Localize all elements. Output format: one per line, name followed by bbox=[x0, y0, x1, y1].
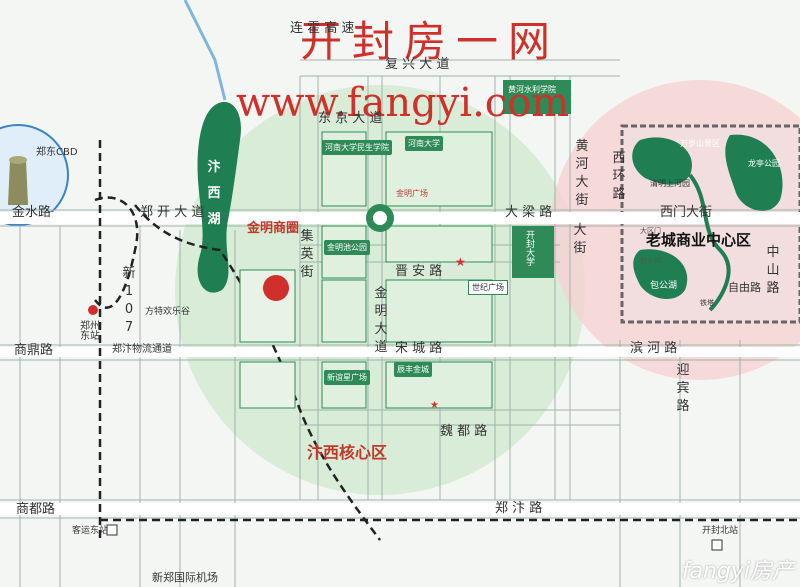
xinyi-label: 新谊星广场 bbox=[324, 370, 370, 385]
road-weidu: 魏 都 路 bbox=[440, 424, 488, 439]
road-jinan: 晋 安 路 bbox=[395, 264, 443, 279]
chenfeng-label: 辰丰金城 bbox=[394, 362, 432, 377]
road-xihuan: 西环路 bbox=[612, 151, 626, 202]
baogong-lake-area-label: 包公祠 bbox=[640, 257, 661, 265]
bianxi-core-label: 汴西核心区 bbox=[307, 443, 388, 462]
road-dajie: 大街 bbox=[573, 223, 587, 256]
road-jinshui: 金水路 bbox=[12, 205, 52, 220]
block-low1 bbox=[321, 361, 367, 409]
road-shangding: 商鼎路 bbox=[14, 343, 54, 358]
tieta-label: 铁塔 bbox=[700, 299, 714, 307]
kaifeng-north-marker bbox=[711, 539, 723, 551]
road-shangdu: 商都路 bbox=[16, 502, 56, 517]
block-kaifeng-univ bbox=[512, 226, 554, 278]
henan-univ-label: 河南大学 bbox=[405, 136, 443, 151]
corner-logo: fangyi房产 bbox=[681, 559, 794, 584]
road-zhengbian: 郑 汴 路 bbox=[495, 501, 543, 516]
zhengzhou-east-label: 郑州东站 bbox=[80, 321, 100, 342]
watermark-title: 开封房一网 bbox=[300, 17, 561, 66]
road-zhongshan: 中山路 bbox=[766, 245, 780, 296]
road-binhe: 滨 河 路 bbox=[630, 341, 678, 356]
cbd-label: 郑东CBD bbox=[36, 147, 78, 158]
henan-univ-ms-label: 河南大学民生学院 bbox=[322, 140, 392, 155]
road-yingbin: 迎宾路 bbox=[676, 363, 690, 414]
svg-text:★: ★ bbox=[430, 400, 439, 411]
block-west-low bbox=[239, 361, 296, 409]
jinming-plaza-label: 金明广场 bbox=[396, 189, 428, 198]
shiji-label: 世纪广场 bbox=[468, 280, 508, 295]
huanle-label: 方特欢乐谷 bbox=[145, 307, 191, 317]
watermark-url: www.fangyi.com bbox=[236, 80, 570, 126]
railway-line bbox=[98, 140, 800, 540]
baogong-lake bbox=[633, 249, 688, 300]
daqu-label: 大区门 bbox=[640, 227, 661, 235]
old-city-river bbox=[688, 173, 731, 312]
bianxi-lake bbox=[197, 101, 241, 293]
road-huanghe: 黄河大街 bbox=[575, 139, 589, 208]
cbd-tower bbox=[8, 160, 28, 205]
keyun-marker bbox=[106, 524, 118, 536]
road-grid bbox=[0, 59, 800, 587]
bianxi-lake-label: 汴西湖 bbox=[207, 160, 221, 227]
canal bbox=[183, 0, 227, 101]
kaifeng-north-label: 开封北站 bbox=[702, 526, 739, 536]
longting-lake bbox=[725, 134, 783, 211]
baogong-label: 包公湖 bbox=[650, 281, 678, 291]
railway-left bbox=[94, 196, 139, 309]
road-xin107: 新107 bbox=[122, 266, 136, 335]
road-jinming: 金明大道 bbox=[374, 286, 388, 355]
jinming-circle-label: 金明商圈 bbox=[247, 221, 300, 236]
qingming-label: 清明上河园 bbox=[650, 179, 690, 188]
road-daliang: 大 梁 路 bbox=[505, 205, 553, 220]
longting-label: 龙亭公园 bbox=[748, 159, 780, 168]
road-zhengbian-logistics: 郑汴物流通道 bbox=[112, 344, 172, 355]
road-ximen: 西门大街 bbox=[660, 205, 713, 220]
kaifeng-univ-label: 开封大学 bbox=[526, 231, 536, 268]
jinming-park-label: 金明池公园 bbox=[324, 240, 370, 255]
road-ziyou: 自由路 bbox=[728, 281, 761, 294]
block-center bbox=[385, 225, 493, 263]
wansui-lake bbox=[632, 137, 692, 185]
old-city-label: 老城商业中心区 bbox=[646, 231, 752, 249]
road-jiying: 集英街 bbox=[300, 229, 314, 280]
road-dongjing: 东 京 大 道 bbox=[318, 111, 383, 126]
zhengzhou-east-marker bbox=[88, 305, 98, 315]
svg-text:★: ★ bbox=[455, 255, 466, 269]
road-lianhuo: 连 霍 高 速 bbox=[290, 21, 355, 36]
block-yellow-river bbox=[503, 80, 571, 114]
keyun-label: 客运东站 bbox=[72, 526, 109, 536]
road-fuxing: 复 兴 大 道 bbox=[385, 57, 450, 72]
road-zhengkai: 郑 开 大 道 bbox=[140, 205, 205, 220]
yellow-river-label: 黄河水利学院 bbox=[508, 85, 556, 94]
jinming-logo bbox=[263, 275, 289, 301]
block-mid1 bbox=[321, 279, 367, 343]
wansui-label: 万岁山景区 bbox=[680, 139, 720, 148]
airport-label: 新郑国际机场 bbox=[152, 571, 218, 584]
road-songcheng: 宋 城 路 bbox=[395, 341, 443, 356]
